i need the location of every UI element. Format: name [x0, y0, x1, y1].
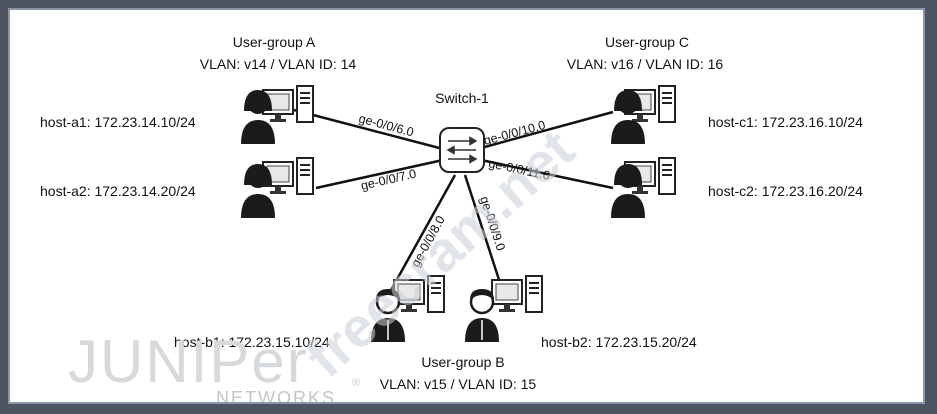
link-b2	[463, 174, 504, 290]
port-label-a2: ge-0/0/7.0	[360, 167, 418, 193]
group-b-title: User-group B	[421, 354, 504, 370]
network-diagram: Switch-1 User-group A VLAN: v14 / VLAN I…	[40, 34, 863, 402]
group-a-vlan: VLAN: v14 / VLAN ID: 14	[200, 56, 357, 72]
host-c1-label: host-c1: 172.23.16.10/24	[708, 114, 863, 130]
group-b-vlan: VLAN: v15 / VLAN ID: 15	[380, 376, 537, 392]
user-group-c: User-group C VLAN: v16 / VLAN ID: 16 hos…	[567, 34, 863, 218]
computer-icon	[491, 275, 543, 313]
switch-1: Switch-1	[435, 90, 489, 173]
logo-reg: ®	[352, 377, 360, 389]
host-b2-label: host-b2: 172.23.15.20/24	[541, 334, 697, 350]
links	[293, 108, 614, 293]
group-c-vlan: VLAN: v16 / VLAN ID: 16	[567, 56, 724, 72]
host-a1: host-a1: 172.23.14.10/24	[40, 85, 314, 144]
link-c1	[480, 110, 614, 150]
host-b1-label: host-b1: 172.23.15.10/24	[174, 334, 330, 350]
host-a2-label: host-a2: 172.23.14.20/24	[40, 183, 196, 199]
user-icon	[241, 90, 275, 144]
switch-label: Switch-1	[435, 90, 489, 106]
logo-sub: NETWORKS	[216, 388, 336, 402]
host-b2: host-b2: 172.23.15.20/24	[463, 275, 697, 350]
user-group-a: User-group A VLAN: v14 / VLAN ID: 14 hos…	[40, 34, 356, 218]
link-a2	[315, 158, 444, 190]
group-a-title: User-group A	[233, 34, 316, 50]
user-icon	[241, 164, 275, 218]
host-c2-label: host-c2: 172.23.16.20/24	[708, 183, 863, 199]
host-a1-label: host-a1: 172.23.14.10/24	[40, 114, 196, 130]
host-c1: host-c1: 172.23.16.10/24	[611, 85, 863, 144]
user-group-b: host-b1: 172.23.15.10/24 host-b2: 172.23…	[174, 275, 697, 392]
link-c2	[480, 158, 614, 190]
diagram-frame: Switch-1 User-group A VLAN: v14 / VLAN I…	[8, 8, 925, 404]
host-b1: host-b1: 172.23.15.10/24	[174, 275, 445, 350]
link-a1	[293, 108, 448, 152]
group-c-title: User-group C	[605, 34, 689, 50]
link-b1	[388, 174, 457, 293]
juniper-logo: JUNIPer ® NETWORKS	[68, 328, 360, 402]
host-a2: host-a2: 172.23.14.20/24	[40, 157, 314, 218]
logo-brand: JUNIPer	[68, 328, 309, 395]
host-c2: host-c2: 172.23.16.20/24	[611, 157, 863, 218]
